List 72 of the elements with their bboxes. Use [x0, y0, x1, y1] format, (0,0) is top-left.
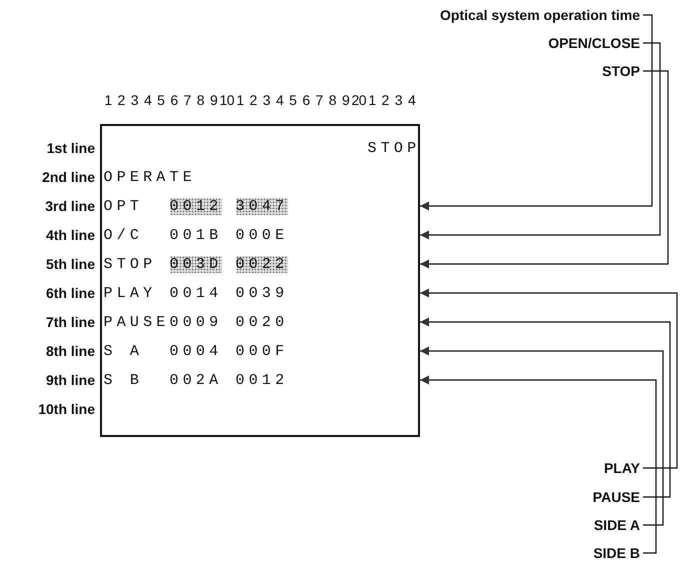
column-number: 10 — [218, 92, 235, 108]
leader-line — [420, 346, 664, 526]
column-number: 3 — [130, 92, 140, 108]
leader-line — [420, 288, 678, 469]
screen-text: STOP — [104, 256, 156, 272]
row-label: 8th line — [46, 343, 95, 359]
highlighted-screen-text: 003D — [170, 256, 222, 272]
screen-text: 000F — [236, 342, 288, 360]
column-number: 3 — [394, 92, 404, 108]
highlighted-screen-text: 0012 — [170, 198, 222, 214]
column-number: 2 — [116, 92, 126, 108]
screen-text: 001B — [170, 226, 222, 244]
screen-text: 0014 — [170, 284, 222, 302]
column-number: 7 — [314, 92, 324, 108]
screen-text: OPERATE — [104, 168, 196, 186]
row-label: 9th line — [46, 372, 95, 388]
column-number: 1 — [367, 92, 377, 108]
screen-text: 000E — [236, 226, 288, 244]
row-label: 4th line — [46, 227, 95, 243]
column-number: 2 — [248, 92, 258, 108]
column-number: 6 — [169, 92, 179, 108]
screen-text: STOP — [368, 140, 420, 156]
screen-text: S B — [104, 372, 144, 388]
column-number: 6 — [301, 92, 311, 108]
screen-text: S A — [104, 342, 144, 360]
screen-text: O/C — [104, 226, 144, 244]
screen-text: PLAY — [104, 284, 156, 302]
callout-label: Optical system operation time — [440, 7, 640, 23]
column-number: 8 — [328, 92, 338, 108]
column-number: 9 — [208, 92, 218, 108]
leader-line — [420, 318, 671, 498]
row-label: 2nd line — [42, 169, 95, 185]
row-label: 6th line — [46, 285, 95, 301]
column-number: 1 — [235, 92, 245, 108]
column-number: 20 — [350, 92, 367, 108]
row-label: 3rd line — [45, 198, 95, 214]
column-number: 3 — [262, 92, 272, 108]
column-number: 7 — [182, 92, 192, 108]
highlighted-screen-text: 0022 — [236, 256, 288, 272]
column-number: 5 — [156, 92, 166, 108]
screen-text: 0012 — [236, 372, 288, 388]
column-number: 4 — [142, 92, 152, 108]
callout-label: SIDE A — [594, 517, 640, 533]
screen-text: 0009 — [170, 314, 222, 330]
screen-text: OPT — [104, 198, 144, 214]
column-number: 4 — [274, 92, 284, 108]
callout-label: PLAY — [604, 460, 640, 476]
callout-label: OPEN/CLOSE — [548, 35, 640, 51]
highlighted-screen-text: 3047 — [236, 198, 288, 214]
column-number: 5 — [288, 92, 298, 108]
row-label: 1st line — [46, 140, 95, 156]
callout-label: PAUSE — [592, 489, 640, 505]
leader-line — [420, 14, 653, 210]
column-number: 4 — [406, 92, 416, 108]
screen-text: 0020 — [236, 314, 288, 330]
leader-line — [420, 376, 657, 554]
column-number: 8 — [196, 92, 206, 108]
leader-line — [420, 42, 661, 240]
screen-text: PAUSE — [104, 314, 170, 330]
screen-text: 002A — [170, 372, 222, 388]
row-label: 7th line — [46, 314, 95, 330]
column-number: 1 — [103, 92, 113, 108]
column-number: 2 — [380, 92, 390, 108]
callout-label: SIDE B — [593, 545, 640, 561]
callout-label: STOP — [602, 63, 640, 79]
row-label: 5th line — [46, 256, 95, 272]
column-number: 9 — [340, 92, 350, 108]
row-label: 10th line — [38, 401, 95, 417]
display-screen — [100, 124, 420, 437]
screen-text: 0004 — [170, 342, 222, 360]
screen-text: 0039 — [236, 284, 288, 302]
leader-line — [420, 70, 669, 268]
